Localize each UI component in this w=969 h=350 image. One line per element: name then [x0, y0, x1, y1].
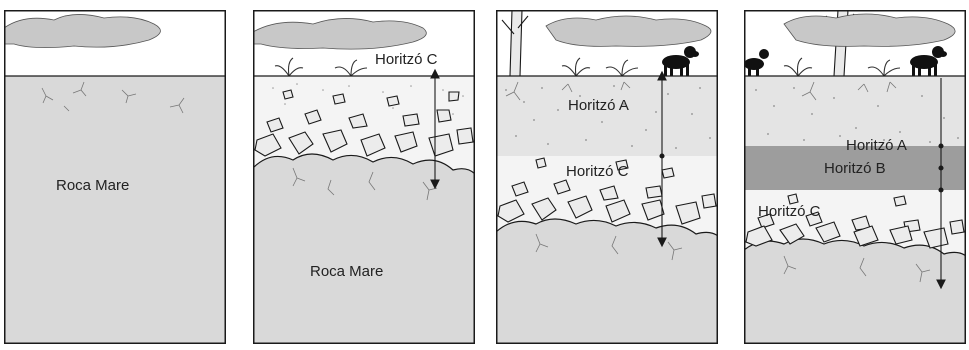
cloud-shape — [253, 18, 426, 49]
panel-4-drawing — [744, 10, 966, 344]
cloud-shape — [546, 16, 711, 46]
panel-2-drawing — [253, 10, 475, 344]
panel-bedrock: Roca Mare — [4, 10, 226, 344]
panel-horizon-c: Horitzó C Roca Mare — [253, 10, 475, 344]
panel-horizons-abc: Horitzó A Horitzó B Horitzó C — [744, 10, 966, 344]
cloud-shape — [4, 14, 160, 47]
horizon-a-layer — [744, 76, 966, 146]
label-roca-mare: Roca Mare — [56, 177, 129, 194]
horizon-a-layer — [496, 76, 718, 156]
bedrock-surface — [253, 154, 475, 344]
cloud-shape — [784, 14, 955, 46]
panel-horizon-a: Horitzó A Horitzó C — [496, 10, 718, 344]
label-horitzo-c: Horitzó C — [566, 163, 629, 180]
bedrock-surface — [744, 239, 966, 344]
bedrock-surface — [496, 219, 718, 344]
label-roca-mare: Roca Mare — [310, 263, 383, 280]
label-horitzo-c: Horitzó C — [375, 51, 438, 68]
label-horitzo-a: Horitzó A — [846, 137, 907, 154]
bedrock-layer — [4, 76, 226, 344]
label-horitzo-b: Horitzó B — [824, 160, 886, 177]
label-horitzo-a: Horitzó A — [568, 97, 629, 114]
label-horitzo-c: Horitzó C — [758, 203, 821, 220]
